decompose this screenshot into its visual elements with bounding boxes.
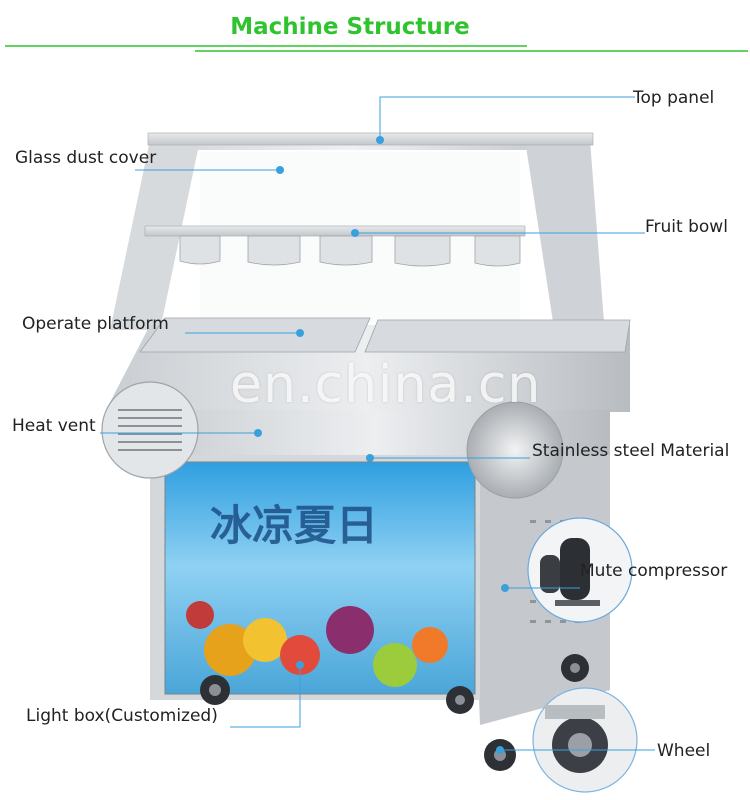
wheel-detail	[532, 687, 638, 793]
label-heat-vent: Heat vent	[12, 416, 96, 436]
watermark: en.china.cn	[230, 355, 542, 415]
page-title: Machine Structure	[230, 14, 470, 40]
label-stainless-steel-material: Stainless steel Material	[532, 441, 730, 461]
label-glass-dust-cover: Glass dust cover	[15, 148, 157, 168]
heat-vent-detail	[101, 381, 199, 479]
top-panel	[147, 132, 594, 146]
operate-platform	[105, 317, 631, 412]
header-rule	[5, 45, 748, 52]
label-mute-compressor: Mute compressor	[580, 561, 728, 581]
leader-dots	[254, 136, 509, 754]
svg-text:冰凉夏日: 冰凉夏日	[210, 501, 378, 550]
leader-lines	[100, 96, 655, 751]
compressor-detail	[527, 517, 633, 623]
label-wheel: Wheel	[657, 741, 711, 761]
stainless-steel-sample	[466, 401, 564, 499]
fruit-bowl-rack	[144, 225, 526, 267]
label-fruit-bowl: Fruit bowl	[645, 217, 728, 237]
light-box: 冰凉夏日	[164, 461, 476, 695]
label-light-box: Light box(Customized)	[26, 706, 218, 726]
label-top-panel: Top panel	[633, 88, 715, 108]
fruit-illustration	[186, 601, 448, 687]
label-operate-platform: Operate platform	[22, 314, 169, 334]
casters	[200, 654, 589, 771]
